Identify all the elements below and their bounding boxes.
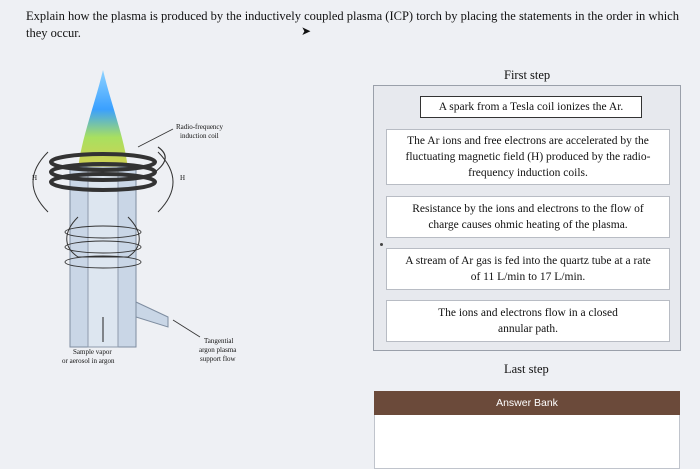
rf-coil-label-2: induction coil [180, 132, 219, 140]
tangential-inlet [135, 301, 169, 328]
icp-torch-diagram: Radio-frequency induction coil H H Tange… [32, 70, 237, 365]
field-label-right: H [180, 174, 185, 182]
tangential-label-2: argon plasma [199, 346, 237, 354]
rf-coil [49, 152, 157, 192]
tangential-label-3: support flow [200, 355, 237, 363]
statement-ohmic-heating[interactable]: Resistance by the ions and electrons to … [386, 196, 670, 238]
ordering-drop-zone[interactable]: A spark from a Tesla coil ionizes the Ar… [373, 85, 681, 351]
coil-label-pointer [137, 128, 174, 148]
sample-label-2: or aerosol in argon [62, 357, 115, 365]
answer-bank-area[interactable] [374, 415, 680, 469]
mouse-cursor-icon: ➤ [301, 24, 312, 38]
drag-indicator-dot [380, 243, 383, 246]
statement-ions-accelerated[interactable]: The Ar ions and free electrons are accel… [386, 129, 670, 185]
sample-label-1: Sample vapor [73, 348, 112, 356]
last-step-label: Last step [504, 362, 549, 376]
statement-argon-stream[interactable]: A stream of Ar gas is fed into the quart… [386, 248, 670, 290]
tangential-pointer [172, 319, 201, 338]
field-label-left: H [32, 174, 37, 182]
coil-lead [154, 146, 166, 173]
question-text: Explain how the plasma is produced by th… [26, 9, 679, 40]
tangential-label-1: Tangential [204, 337, 233, 345]
current-spiral [64, 225, 142, 269]
statement-closed-annular-path[interactable]: The ions and electrons flow in a closed … [386, 300, 670, 342]
answer-bank-header: Answer Bank [374, 391, 680, 415]
rf-coil-label-1: Radio-frequency [176, 123, 224, 131]
field-lines [32, 151, 174, 258]
first-step-label: First step [504, 68, 551, 82]
statement-tesla-spark[interactable]: A spark from a Tesla coil ionizes the Ar… [420, 96, 642, 118]
